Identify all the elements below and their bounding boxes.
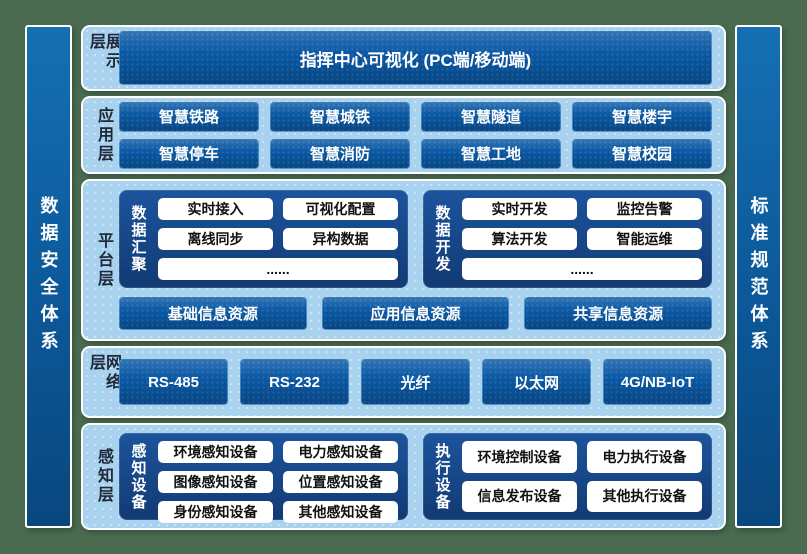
group-title: 数据汇聚 (129, 205, 147, 273)
app-item: 智慧铁路 (119, 101, 259, 132)
layer-presentation-body: 指挥中心可视化 (PC端/移动端) (119, 31, 712, 85)
group-item: 可视化配置 (283, 198, 398, 220)
group-item: 电力感知设备 (283, 441, 398, 463)
network-item: RS-232 (240, 359, 349, 405)
pillar-data-security-label: 数据安全体系 (38, 195, 59, 358)
group-item: 异构数据 (283, 228, 398, 250)
network-grid: RS-485 RS-232 光纤 以太网 4G/NB-IoT (119, 354, 712, 410)
layer-application-label: 应用层 (95, 106, 112, 164)
layer-perception-label: 感知层 (95, 448, 112, 505)
group-item: 实时接入 (158, 198, 273, 220)
network-item: 4G/NB-IoT (603, 359, 712, 405)
diagram-frame: 数据安全体系 展示层 指挥中心可视化 (PC端/移动端) 应用层 智慧铁路 智慧… (25, 25, 782, 530)
resource-item: 基础信息资源 (119, 297, 307, 330)
layer-perception-body: 感知设备 环境感知设备 电力感知设备 图像感知设备 位置感知设备 身份感知设备 … (119, 431, 712, 523)
group-grid: 实时开发 监控告警 算法开发 智能运维 ...... (462, 198, 702, 280)
group-item: 信息发布设备 (462, 480, 577, 512)
app-item: 智慧工地 (421, 138, 561, 169)
layer-network-label: 网络层 (87, 354, 120, 392)
platform-group-data-aggregation: 数据汇聚 实时接入 可视化配置 离线同步 异构数据 ...... (119, 190, 408, 288)
layer-presentation-label: 展示层 (87, 33, 120, 71)
app-item: 智慧楼宇 (572, 101, 712, 132)
app-item: 智慧校园 (572, 138, 712, 169)
platform-groups-row: 数据汇聚 实时接入 可视化配置 离线同步 异构数据 ...... 数据开发 (119, 190, 712, 288)
application-grid: 智慧铁路 智慧城铁 智慧隧道 智慧楼宇 智慧停车 智慧消防 智慧工地 智慧校园 (119, 101, 712, 169)
layer-perception: 感知层 感知设备 环境感知设备 电力感知设备 图像感知设备 位置感知设备 身份感… (81, 423, 726, 530)
pillar-data-security: 数据安全体系 (25, 25, 72, 528)
app-item: 智慧消防 (270, 138, 410, 169)
group-grid: 实时接入 可视化配置 离线同步 异构数据 ...... (158, 198, 398, 280)
group-item: 图像感知设备 (158, 471, 273, 493)
group-item: 电力执行设备 (587, 441, 702, 473)
layer-platform: 平台层 数据汇聚 实时接入 可视化配置 离线同步 异构数据 ...... (81, 179, 726, 341)
layer-application: 应用层 智慧铁路 智慧城铁 智慧隧道 智慧楼宇 智慧停车 智慧消防 智慧工地 智… (81, 96, 726, 174)
group-item: 环境感知设备 (158, 441, 273, 463)
group-item: 智能运维 (587, 228, 702, 250)
app-item: 智慧隧道 (421, 101, 561, 132)
resource-item: 共享信息资源 (524, 297, 713, 330)
app-item: 智慧城铁 (270, 101, 410, 132)
network-item: RS-485 (119, 359, 228, 405)
pillar-standards: 标准规范体系 (735, 25, 782, 528)
group-grid: 环境感知设备 电力感知设备 图像感知设备 位置感知设备 身份感知设备 其他感知设… (158, 441, 398, 523)
group-item: 实时开发 (462, 198, 577, 220)
platform-group-data-development: 数据开发 实时开发 监控告警 算法开发 智能运维 ...... (423, 190, 712, 288)
group-item: 离线同步 (158, 228, 273, 250)
group-item: 其他感知设备 (283, 501, 398, 523)
layer-network: 网络层 RS-485 RS-232 光纤 以太网 4G/NB-IoT (81, 346, 726, 418)
group-more-item: ...... (462, 258, 702, 280)
platform-resources-row: 基础信息资源 应用信息资源 共享信息资源 (119, 297, 713, 330)
layer-platform-label: 平台层 (95, 231, 112, 289)
layer-presentation: 展示层 指挥中心可视化 (PC端/移动端) (81, 25, 726, 91)
group-title: 感知设备 (129, 442, 147, 511)
app-item: 智慧停车 (119, 138, 259, 169)
perception-group-execution-devices: 执行设备 环境控制设备 电力执行设备 信息发布设备 其他执行设备 (423, 433, 712, 520)
group-grid: 环境控制设备 电力执行设备 信息发布设备 其他执行设备 (462, 441, 702, 512)
perception-group-sensing-devices: 感知设备 环境感知设备 电力感知设备 图像感知设备 位置感知设备 身份感知设备 … (119, 433, 408, 523)
layer-platform-body: 数据汇聚 实时接入 可视化配置 离线同步 异构数据 ...... 数据开发 (119, 187, 713, 333)
group-title: 数据开发 (433, 205, 451, 273)
network-item: 以太网 (482, 359, 591, 405)
group-item: 环境控制设备 (462, 441, 577, 473)
group-item: 其他执行设备 (587, 480, 702, 512)
group-item: 位置感知设备 (283, 471, 398, 493)
group-item: 身份感知设备 (158, 501, 273, 523)
pillar-standards-label: 标准规范体系 (748, 195, 769, 358)
group-item: 监控告警 (587, 198, 702, 220)
layer-stack: 展示层 指挥中心可视化 (PC端/移动端) 应用层 智慧铁路 智慧城铁 智慧隧道… (81, 25, 726, 530)
group-item: 算法开发 (462, 228, 577, 250)
network-item: 光纤 (361, 359, 470, 405)
group-more-item: ...... (158, 258, 398, 280)
group-title: 执行设备 (433, 442, 451, 511)
resource-item: 应用信息资源 (321, 297, 510, 330)
command-center-box: 指挥中心可视化 (PC端/移动端) (119, 31, 712, 85)
